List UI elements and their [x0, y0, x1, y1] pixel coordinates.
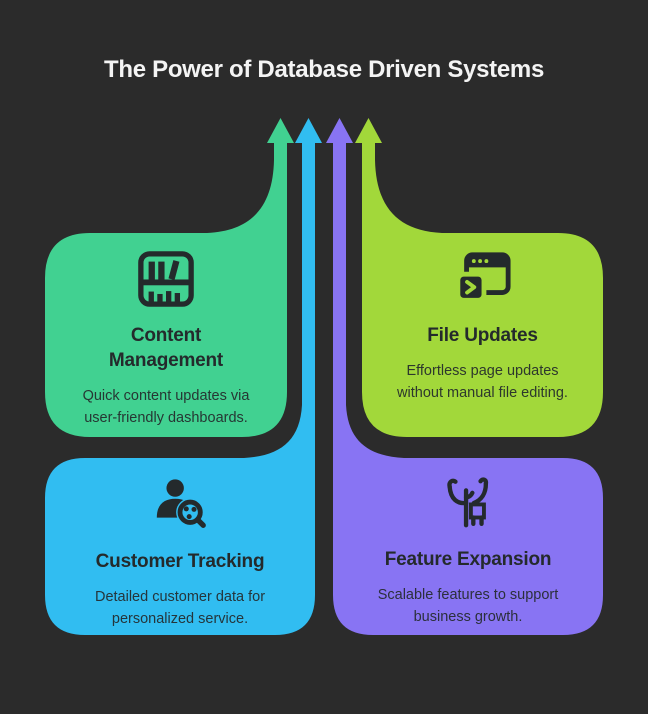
growth-branches-icon — [439, 474, 497, 537]
card-title: Customer Tracking — [95, 551, 265, 572]
card-file-updates: File Updates Effortless page updates wit… — [362, 233, 603, 404]
bookshelf-icon — [137, 250, 195, 313]
card-feature-expansion: Feature Expansion Scalable features to s… — [333, 458, 603, 628]
customer-search-icon — [151, 476, 209, 539]
card-content-management: Content Management Quick content updates… — [45, 233, 287, 429]
card-title: File Updates — [427, 325, 538, 346]
card-title: Feature Expansion — [384, 549, 552, 570]
card-description: Effortless page updates without manual f… — [397, 363, 568, 401]
flow-shape-feature-expansion — [326, 118, 603, 635]
card-description: Quick content updates via user-friendly … — [82, 388, 250, 426]
card-description: Scalable features to support business gr… — [377, 587, 559, 625]
browser-code-icon — [454, 250, 512, 313]
page-title: The Power of Database Driven Systems — [103, 56, 545, 83]
flow-shape-customer-tracking — [45, 118, 322, 635]
card-description: Detailed customer data for personalized … — [94, 589, 266, 627]
card-title: Content Management — [108, 325, 224, 371]
card-customer-tracking: Customer Tracking Detailed customer data… — [45, 458, 315, 630]
